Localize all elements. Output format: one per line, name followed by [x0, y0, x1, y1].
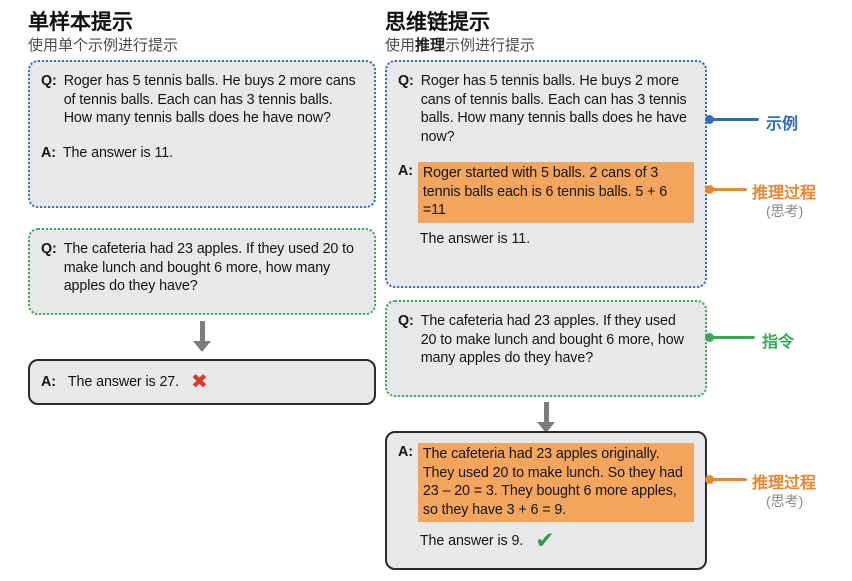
- right-question-box: Q: The cafeteria had 23 apples. If they …: [385, 300, 707, 397]
- q-text: The cafeteria had 23 apples. If they use…: [63, 241, 354, 295]
- connector-dot-instruction: [705, 333, 714, 342]
- subtitle-emphasis: 推理: [415, 37, 446, 54]
- reasoning-highlight: Roger started with 5 balls. 2 cans of 3 …: [417, 162, 694, 224]
- q-label: Q:: [41, 73, 57, 89]
- q-label: Q:: [398, 73, 414, 89]
- connector-dot-example: [705, 115, 714, 124]
- annotation-reasoning-top: 推理过程: [752, 185, 817, 202]
- right-panel-title: 思维链提示: [385, 11, 490, 34]
- left-output-box: A: The answer is 27. ✖: [28, 359, 376, 405]
- question-row: Q: Roger has 5 tennis balls. He buys 2 m…: [41, 72, 363, 128]
- arrow-head: [537, 422, 555, 433]
- question-row: Q: The cafeteria had 23 apples. If they …: [41, 240, 363, 296]
- left-example-box: Q: Roger has 5 tennis balls. He buys 2 m…: [28, 60, 376, 208]
- down-arrow-icon: [537, 402, 555, 433]
- q-label: Q:: [41, 241, 57, 257]
- right-panel-subtitle: 使用推理示例进行提示: [385, 34, 535, 55]
- question-row: Q: The cafeteria had 23 apples. If they …: [398, 312, 694, 368]
- subtitle-prefix: 使用: [385, 37, 416, 54]
- subtitle-suffix: 示例进行提示: [445, 37, 536, 54]
- q-text: The cafeteria had 23 apples. If they use…: [420, 313, 684, 367]
- right-example-box: Q: Roger has 5 tennis balls. He buys 2 m…: [385, 60, 707, 288]
- right-output-box: A: The cafeteria had 23 apples originall…: [385, 431, 707, 570]
- a-text: The answer is 27.: [67, 373, 180, 390]
- a-label: A:: [398, 163, 413, 180]
- down-arrow-icon: [193, 321, 211, 352]
- q-label: Q:: [398, 313, 414, 329]
- arrow-stem: [199, 321, 205, 341]
- connector-line-reasoning-top: [707, 188, 747, 191]
- connector-dot-reasoning-top: [705, 185, 714, 194]
- q-text: Roger has 5 tennis balls. He buys 2 more…: [420, 73, 687, 145]
- a-label: A:: [41, 373, 56, 390]
- answer-row: A: The answer is 27. ✖: [41, 372, 363, 392]
- answer-row: A: The answer is 11.: [41, 144, 363, 163]
- a-label: A:: [398, 444, 413, 460]
- a-label: A:: [41, 144, 56, 161]
- connector-line-reasoning-bottom: [707, 478, 747, 481]
- a-text: The answer is 9.: [419, 532, 524, 549]
- annotation-instruction: 指令: [762, 334, 795, 351]
- annotation-reasoning-bottom: 推理过程: [752, 475, 817, 492]
- left-panel-title: 单样本提示: [28, 11, 133, 34]
- connector-line-example: [707, 118, 759, 121]
- answer-row: A: Roger started with 5 balls. 2 cans of…: [398, 162, 694, 248]
- annotation-example: 示例: [766, 116, 799, 133]
- left-question-box: Q: The cafeteria had 23 apples. If they …: [28, 228, 376, 315]
- annotation-reasoning-bottom-sub: (思考): [766, 493, 804, 509]
- a-content: Roger started with 5 balls. 2 cans of 3 …: [417, 162, 694, 248]
- left-panel-subtitle: 使用单个示例进行提示: [28, 37, 179, 54]
- answer-line: The answer is 9. ✔: [420, 529, 694, 552]
- a-content: The cafeteria had 23 apples originally. …: [417, 443, 694, 552]
- a-text: The answer is 11.: [419, 231, 530, 248]
- connector-line-instruction: [707, 336, 755, 339]
- answer-row: A: The cafeteria had 23 apples originall…: [398, 443, 694, 552]
- annotation-reasoning-top-sub: (思考): [766, 203, 804, 219]
- reasoning-highlight: The cafeteria had 23 apples originally. …: [417, 443, 694, 523]
- red-x-icon: ✖: [191, 371, 208, 393]
- connector-dot-reasoning-bottom: [705, 475, 714, 484]
- a-text: The answer is 11.: [62, 144, 173, 161]
- arrow-stem: [543, 402, 549, 422]
- green-check-icon: ✔: [535, 527, 555, 554]
- q-text: Roger has 5 tennis balls. He buys 2 more…: [63, 73, 356, 127]
- question-row: Q: Roger has 5 tennis balls. He buys 2 m…: [398, 72, 694, 146]
- arrow-head: [193, 341, 211, 352]
